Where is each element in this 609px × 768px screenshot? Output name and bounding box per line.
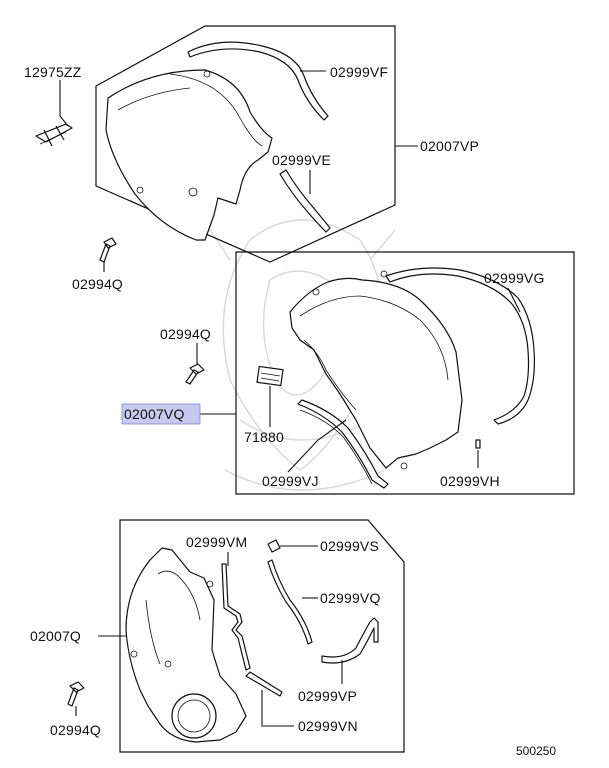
watermark-seal [209,219,396,491]
part-middle-timing-cover[interactable] [289,277,463,469]
part-02999vm-seal-strip[interactable] [221,563,251,671]
label-02999vq[interactable]: 02999VQ [320,590,381,606]
label-71880[interactable]: 71880 [244,429,284,445]
group-upper-cover [35,25,418,272]
label-02999vj[interactable]: 02999VJ [262,473,319,489]
frame-lower [119,519,405,753]
diagram-number: 500250 [516,744,556,758]
label-02999vm[interactable]: 02999VM [186,534,247,550]
part-crank-seal-opening [171,693,217,739]
part-02994q-bolt-middle[interactable] [185,363,205,385]
part-02999vp-seal-strip[interactable] [321,617,379,664]
label-02994q-middle[interactable]: 02994Q [160,326,211,342]
label-02999vs[interactable]: 02999VS [320,538,379,554]
group-lower-cover [67,519,405,753]
part-02999vg-seal-strip[interactable] [385,267,535,425]
part-02999vn-seal-strip[interactable] [245,671,283,697]
part-02999vj-seal-strip[interactable] [297,399,389,489]
label-02999vf[interactable]: 02999VF [330,64,388,80]
label-02999vh[interactable]: 02999VH [440,473,500,489]
label-02994q-upper[interactable]: 02994Q [72,276,123,292]
label-02007q[interactable]: 02007Q [30,628,81,644]
callout-labels: 12975ZZ 02999VF 02007VP 02999VE 02994Q 0… [24,64,556,758]
label-02999vn[interactable]: 02999VN [298,718,358,734]
highlight-02007vq [121,403,201,425]
part-lower-timing-cover[interactable] [125,547,247,743]
part-02999vq-seal-strip[interactable] [267,559,313,645]
part-12975zz-clip[interactable] [35,123,73,147]
label-02999vg[interactable]: 02999VG [484,270,545,286]
part-02999vs-clip[interactable] [267,539,281,553]
part-02999vf-seal-strip[interactable] [187,41,329,121]
label-02007vq[interactable]: 02007VQ [124,406,185,422]
label-02007vp[interactable]: 02007VP [420,138,479,154]
part-02994q-bolt-upper[interactable] [99,237,117,263]
part-02999vh-clip[interactable] [475,439,481,449]
group-middle-cover [185,251,575,495]
label-02999ve[interactable]: 02999VE [272,152,331,168]
part-02999ve-seal-strip[interactable] [279,169,331,233]
part-upper-timing-cover[interactable] [105,69,273,241]
frame-upper [95,25,396,263]
frame-middle [235,251,575,495]
part-02994q-bolt-lower[interactable] [67,681,85,707]
label-02999vp[interactable]: 02999VP [298,688,357,704]
label-12975zz[interactable]: 12975ZZ [24,64,82,80]
label-02994q-lower[interactable]: 02994Q [50,722,101,738]
